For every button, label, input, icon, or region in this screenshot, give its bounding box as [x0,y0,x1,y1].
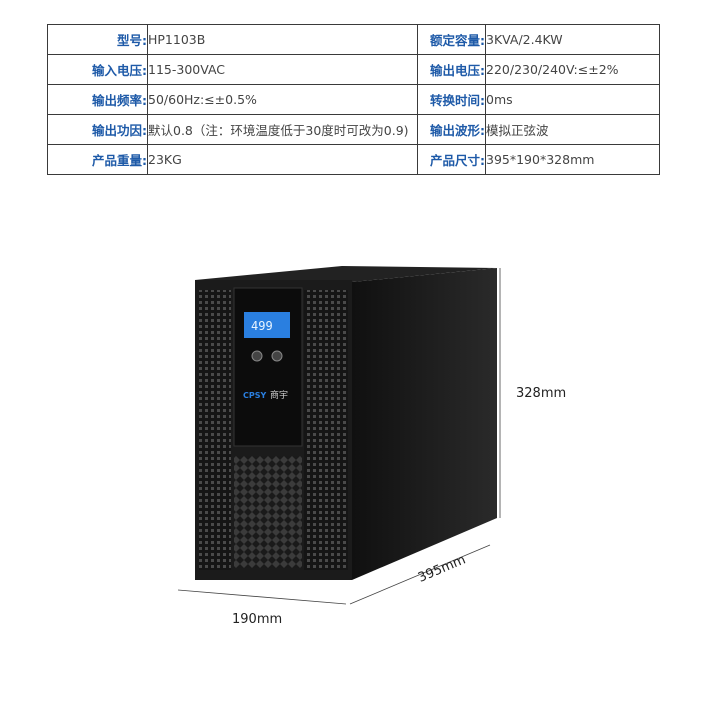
ups-side-face [352,268,497,580]
spec-value: 115-300VAC [147,54,418,85]
spec-label: 产品重量: [47,144,148,175]
spec-label: 型号: [47,24,148,55]
brand-logo: CPSY [243,391,266,400]
spec-label: 输出波形: [417,114,486,145]
height-label: 328mm [516,386,567,401]
spec-value: 3KVA/2.4KW [485,24,660,55]
spec-value: 395*190*328mm [485,144,660,175]
brand-mark: 商宇 [270,389,288,401]
width-label: 190mm [232,612,283,627]
right-vent [304,290,348,570]
front-grille [234,456,302,568]
spec-label: 输出功因: [47,114,148,145]
power-on-button[interactable] [251,350,263,362]
spec-label: 输出电压: [417,54,486,85]
spec-value: 默认0.8（注：环境温度低于30度时可改为0.9) [147,114,418,145]
spec-value: 模拟正弦波 [485,114,660,145]
spec-label: 输出频率: [47,84,148,115]
ups-top-face [195,266,497,282]
depth-dimension-line [349,544,491,605]
power-off-button[interactable] [271,350,283,362]
spec-row: 输出频率:50/60Hz:≤±0.5%转换时间:0ms [47,84,660,115]
width-dimension-line [177,589,347,605]
control-panel [233,287,303,447]
spec-value: 0ms [485,84,660,115]
spec-value: HP1103B [147,24,418,55]
spec-value: 220/230/240V:≤±2% [485,54,660,85]
lcd-reading: 499 [251,319,273,333]
spec-value: 50/60Hz:≤±0.5% [147,84,418,115]
spec-label: 产品尺寸: [417,144,486,175]
spec-row: 输出功因:默认0.8（注：环境温度低于30度时可改为0.9)输出波形:模拟正弦波 [47,114,660,145]
spec-label: 转换时间: [417,84,486,115]
left-vent [199,290,231,570]
spec-value: 23KG [147,144,418,175]
lcd-screen [244,312,290,338]
